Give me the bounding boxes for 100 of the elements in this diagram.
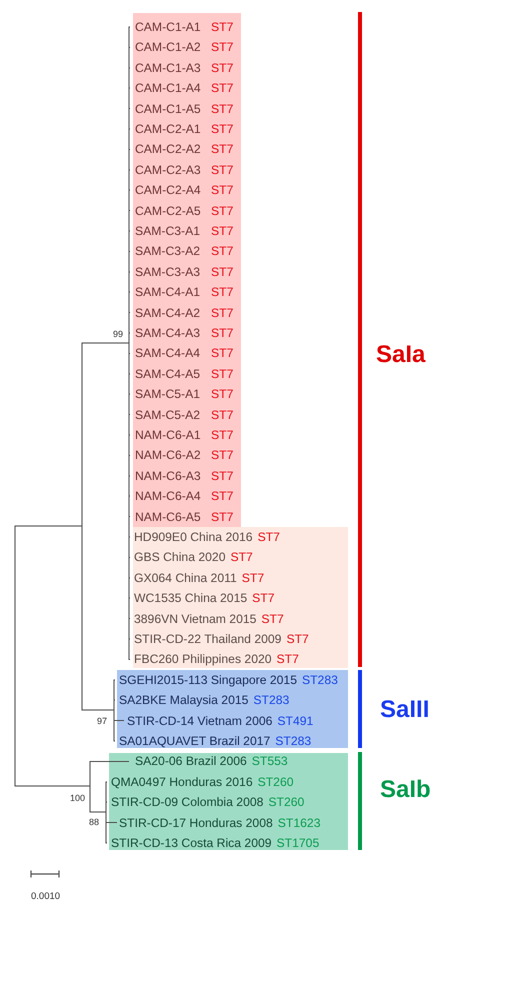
sequence-type-label: ST7 (211, 325, 234, 341)
strain-label: SA20-06 Brazil 2006 (135, 754, 247, 768)
sequence-type-label: ST260 (268, 795, 304, 810)
strain-label: STIR-CD-17 Honduras 2008 (119, 816, 273, 830)
sequence-type-label: ST7 (211, 162, 234, 178)
strain-label: STIR-CD-09 Colombia 2008 (111, 795, 264, 810)
strain-label: CAM-C1-A4 (135, 81, 201, 96)
sequence-type-label: ST7 (276, 652, 299, 666)
strain-label: SAM-C3-A3 (135, 264, 200, 279)
sequence-type-label: ST7 (211, 427, 234, 443)
sequence-type-label: ST7 (211, 447, 234, 464)
tree-branch (90, 760, 130, 786)
sequence-type-label: ST7 (211, 406, 234, 423)
sequence-type-label: ST7 (211, 468, 234, 484)
strain-label: GX064 China 2011 (134, 570, 237, 585)
sequence-type-label: ST7 (211, 345, 234, 362)
sequence-type-label: ST7 (211, 39, 234, 56)
strain-label: QMA0497 Honduras 2016 (111, 774, 253, 789)
strain-label: HD909E0 China 2016 (134, 530, 253, 544)
clade-band (117, 670, 348, 748)
sequence-type-label: ST553 (252, 754, 288, 768)
tree-branch (106, 812, 108, 844)
strain-label: WC1535 China 2015 (134, 591, 248, 606)
strain-label: CAM-C1-A2 (135, 40, 201, 54)
strain-label: CAM-C1-A1 (135, 20, 201, 34)
sequence-type-label: ST7 (211, 80, 234, 96)
sequence-type-label: ST7 (261, 612, 284, 626)
sequence-type-label: ST7 (211, 304, 234, 321)
sequence-type-label: ST7 (211, 488, 234, 504)
strain-label: SAM-C4-A4 (135, 346, 200, 360)
sequence-type-label: ST7 (211, 202, 234, 219)
strain-label: SGEHI2015-113 Singapore 2015 (119, 672, 297, 687)
tree-branch (106, 802, 108, 812)
sequence-type-label: ST7 (230, 550, 253, 564)
tree-branch (14, 656, 90, 786)
strain-label: CAM-C1-A3 (135, 60, 201, 75)
tree-branch (128, 332, 130, 344)
strain-label: NAM-C6-A3 (135, 468, 201, 483)
sequence-type-label: ST260 (258, 774, 294, 789)
sequence-type-label: ST7 (211, 386, 234, 402)
strain-label: SAM-C5-A2 (135, 408, 200, 422)
clade-band (133, 527, 348, 668)
sequence-type-label: ST7 (211, 243, 234, 260)
strain-label: CAM-C1-A5 (135, 102, 201, 116)
sequence-type-label: ST7 (211, 284, 234, 300)
strain-label: SAM-C4-A3 (135, 326, 200, 340)
strain-label: GBS China 2020 (134, 550, 226, 564)
clade-band (133, 13, 241, 527)
strain-label: CAM-C2-A5 (135, 204, 201, 218)
sequence-type-label: ST283 (253, 693, 290, 708)
strain-label: SAM-C4-A2 (135, 306, 200, 320)
sequence-type-label: ST283 (275, 734, 312, 748)
strain-label: SAM-C4-A5 (135, 366, 200, 381)
strain-label: STIR-CD-22 Thailand 2009 (134, 632, 282, 646)
sequence-type-label: ST7 (242, 570, 264, 585)
strain-label: SAM-C4-A1 (135, 285, 200, 300)
sequence-type-label: ST7 (211, 182, 234, 198)
sequence-type-label: ST7 (252, 591, 275, 606)
sequence-type-label: ST7 (211, 60, 234, 76)
clade-band (109, 753, 348, 850)
strain-label: SA2BKE Malaysia 2015 (119, 693, 248, 708)
bootstrap-value: 99 (113, 328, 124, 340)
strain-label: SAM-C3-A2 (135, 244, 200, 258)
bootstrap-value: 97 (97, 716, 108, 726)
clade-label: SaIII (380, 696, 430, 724)
strain-label: NAM-C6-A5 (135, 510, 201, 524)
strain-label: 3896VN Vietnam 2015 (134, 612, 256, 626)
tree-branch (90, 786, 106, 812)
strain-label: CAM-C2-A1 (135, 122, 201, 136)
sequence-type-label: ST7 (211, 121, 234, 137)
sequence-type-label: ST7 (211, 508, 234, 525)
sequence-type-label: ST7 (258, 530, 280, 544)
strain-label: SAM-C3-A1 (135, 224, 200, 238)
sequence-type-label: ST491 (277, 714, 314, 728)
clade-label: SaIa (376, 341, 426, 369)
sequence-type-label: ST7 (211, 223, 234, 239)
strain-label: SA01AQUAVET Brazil 2017 (119, 734, 270, 748)
scale-label: 0.0010 (31, 891, 60, 903)
tree-branch (114, 700, 116, 710)
strain-label: NAM-C6-A4 (135, 489, 201, 504)
sequence-type-label: ST1705 (276, 836, 320, 850)
strain-label: CAM-C2-A3 (135, 162, 201, 177)
sequence-type-label: ST283 (302, 672, 338, 687)
sequence-type-label: ST7 (211, 100, 234, 117)
sequence-type-label: ST1623 (278, 816, 320, 830)
bootstrap-value: 88 (89, 816, 100, 828)
strain-label: STIR-CD-13 Costa Rica 2009 (111, 836, 272, 850)
sequence-type-label: ST7 (211, 19, 234, 35)
strain-label: CAM-C2-A2 (135, 142, 201, 156)
strain-label: SAM-C5-A1 (135, 387, 200, 402)
strain-label: NAM-C6-A2 (135, 448, 201, 462)
tree-branch (114, 710, 116, 742)
sequence-type-label: ST7 (211, 264, 234, 280)
sequence-type-label: ST7 (286, 632, 309, 646)
clade-label: SaIb (380, 776, 431, 804)
bootstrap-value: 100 (70, 792, 86, 804)
strain-label: STIR-CD-14 Vietnam 2006 (127, 714, 272, 728)
strain-label: FBC260 Philippines 2020 (134, 652, 272, 666)
sequence-type-label: ST7 (211, 141, 234, 158)
strain-label: CAM-C2-A4 (135, 183, 201, 198)
